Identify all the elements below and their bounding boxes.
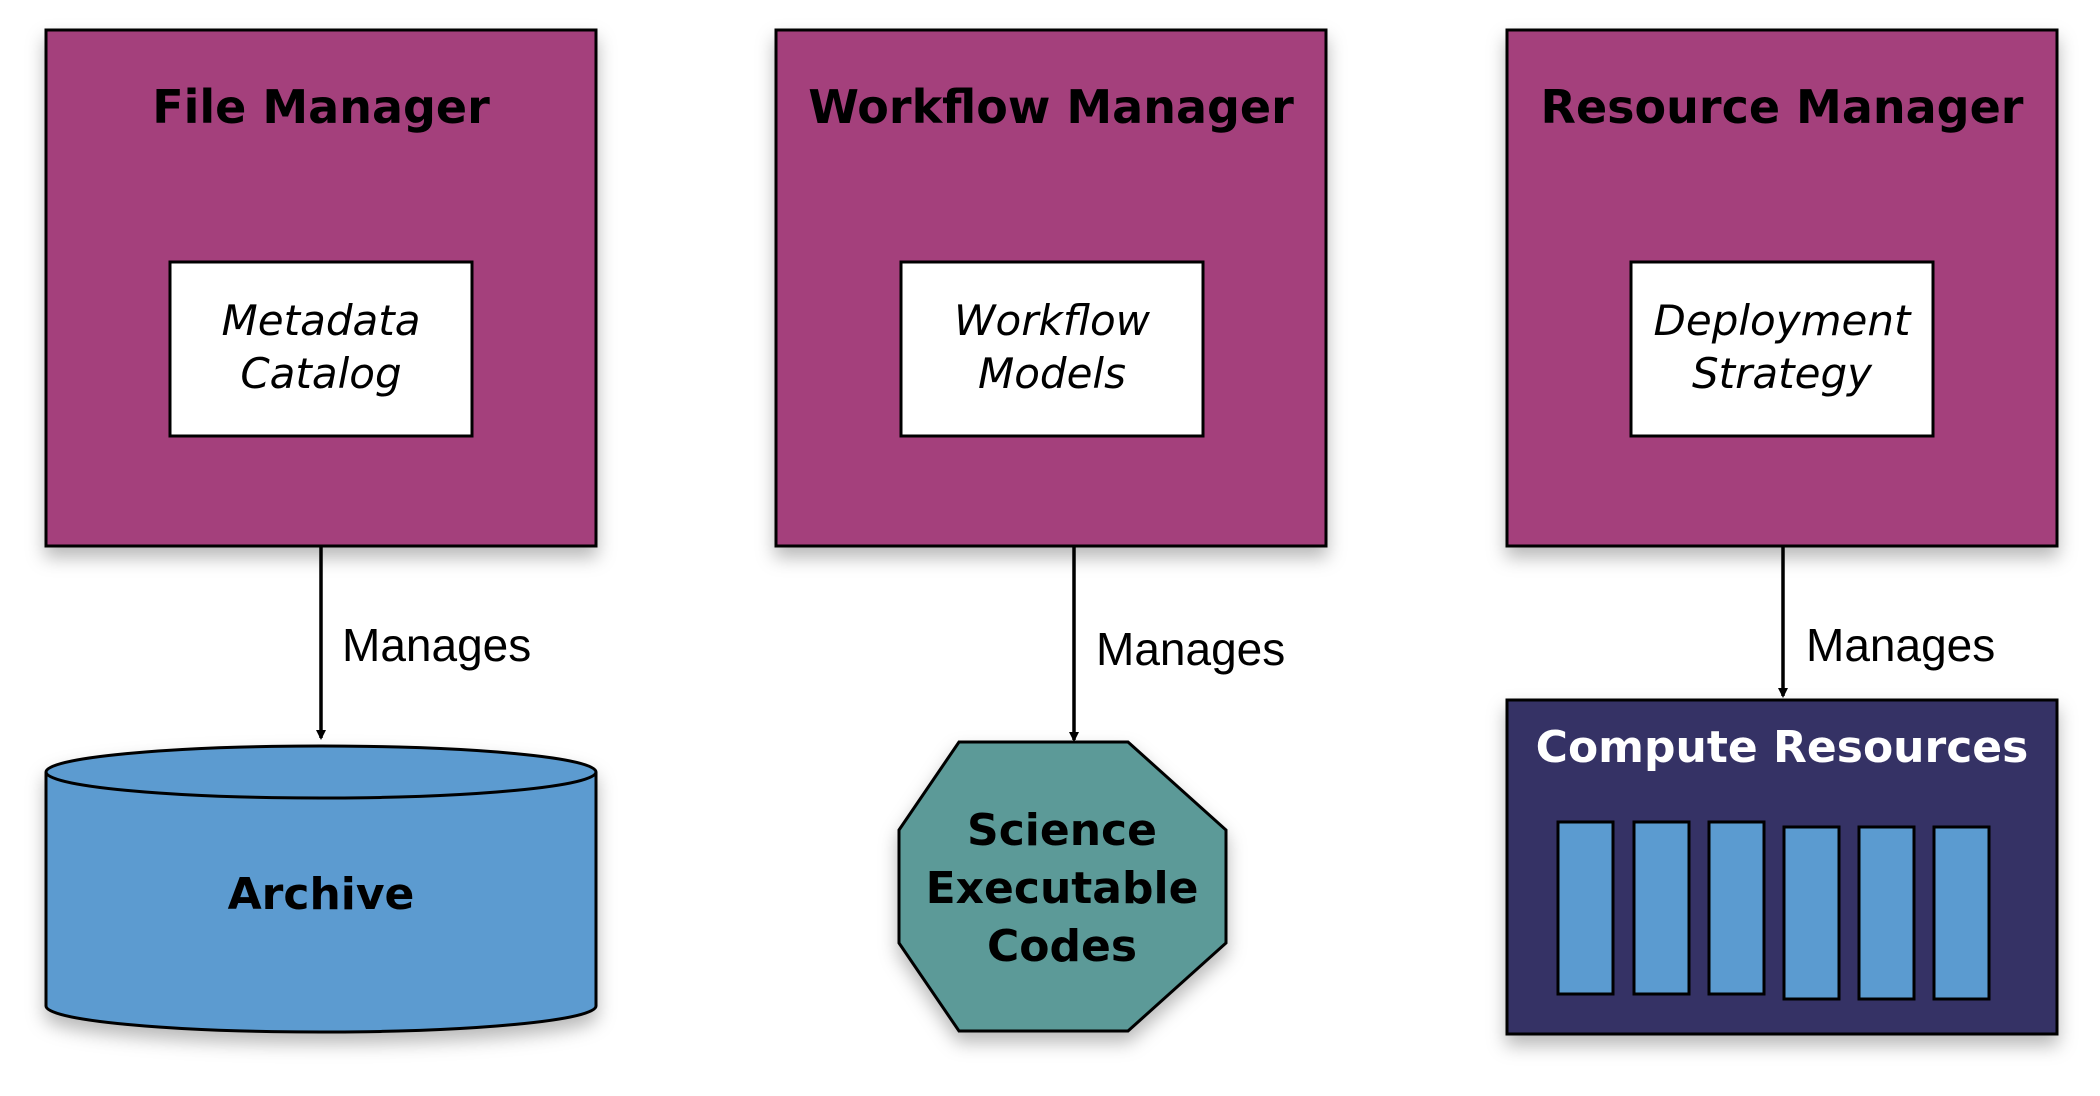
workflow-manager-edge: Manages xyxy=(1069,546,1285,742)
compute-bar xyxy=(1857,825,1916,1001)
archive-label: Archive xyxy=(228,869,415,920)
cylinder-database-icon xyxy=(44,772,598,1034)
resource-manager-edge-label: Manages xyxy=(1806,619,1995,671)
science-label-line3: Codes xyxy=(987,921,1137,972)
file-manager-node: File Manager Metadata Catalog xyxy=(44,28,598,548)
file-manager-edge-label: Manages xyxy=(342,619,531,671)
compute-bar xyxy=(1932,825,1991,1001)
compute-bar xyxy=(1632,820,1691,996)
compute-resources-label: Compute Resources xyxy=(1536,722,2029,773)
resource-manager-node: Resource Manager Deployment Strategy xyxy=(1505,28,2059,548)
compute-bar xyxy=(1707,820,1766,996)
cylinder-top xyxy=(44,744,598,800)
compute-bar xyxy=(1782,825,1841,1001)
workflow-manager-title: Workflow Manager xyxy=(808,80,1294,134)
compute-bar xyxy=(1556,820,1615,996)
deployment-strategy-box xyxy=(1629,260,1935,438)
deployment-strategy-label-line2: Strategy xyxy=(1692,349,1873,398)
server-rack-icon xyxy=(1556,820,1991,1001)
metadata-catalog-box xyxy=(168,260,474,438)
science-label-line2: Executable xyxy=(926,863,1199,914)
workflow-manager-node: Workflow Manager Workflow Models xyxy=(774,28,1328,548)
archive-node xyxy=(44,744,598,1034)
deployment-strategy-label-line1: Deployment xyxy=(1654,296,1912,345)
octagon-icon xyxy=(897,740,1228,1033)
metadata-catalog-label-line1: Metadata xyxy=(222,296,421,345)
resource-manager-edge: Manages xyxy=(1778,546,1995,698)
workflow-models-box xyxy=(899,260,1205,438)
science-label-line1: Science xyxy=(967,805,1157,856)
workflow-manager-edge-label: Manages xyxy=(1096,623,1285,675)
file-manager-title: File Manager xyxy=(152,80,490,134)
workflow-models-label-line1: Workflow xyxy=(954,296,1151,345)
workflow-models-label-line2: Models xyxy=(978,349,1126,398)
metadata-catalog-label-line2: Catalog xyxy=(240,349,401,398)
file-manager-edge: Manages xyxy=(316,546,531,740)
resource-manager-title: Resource Manager xyxy=(1541,80,2024,134)
